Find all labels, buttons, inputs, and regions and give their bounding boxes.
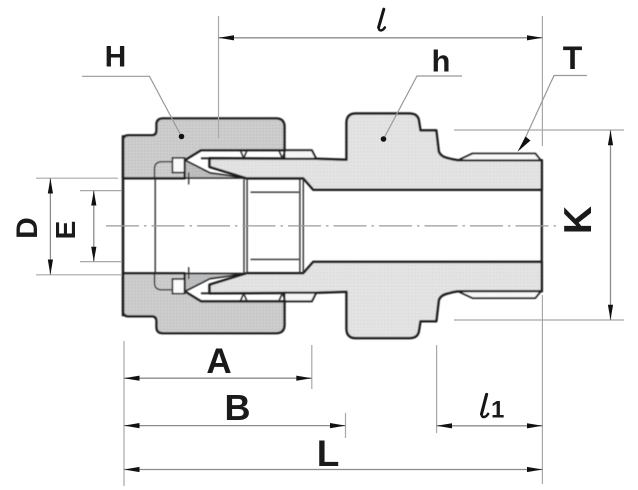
- svg-text:K: K: [557, 206, 600, 234]
- svg-text:A: A: [206, 342, 231, 381]
- svg-text:D: D: [11, 217, 44, 239]
- svg-text:h: h: [432, 44, 451, 79]
- svg-text:E: E: [50, 221, 81, 240]
- svg-text:B: B: [225, 387, 251, 428]
- svg-text:L: L: [317, 433, 340, 474]
- svg-text:H: H: [105, 41, 127, 74]
- svg-text:1: 1: [491, 397, 504, 424]
- svg-text:T: T: [563, 40, 583, 76]
